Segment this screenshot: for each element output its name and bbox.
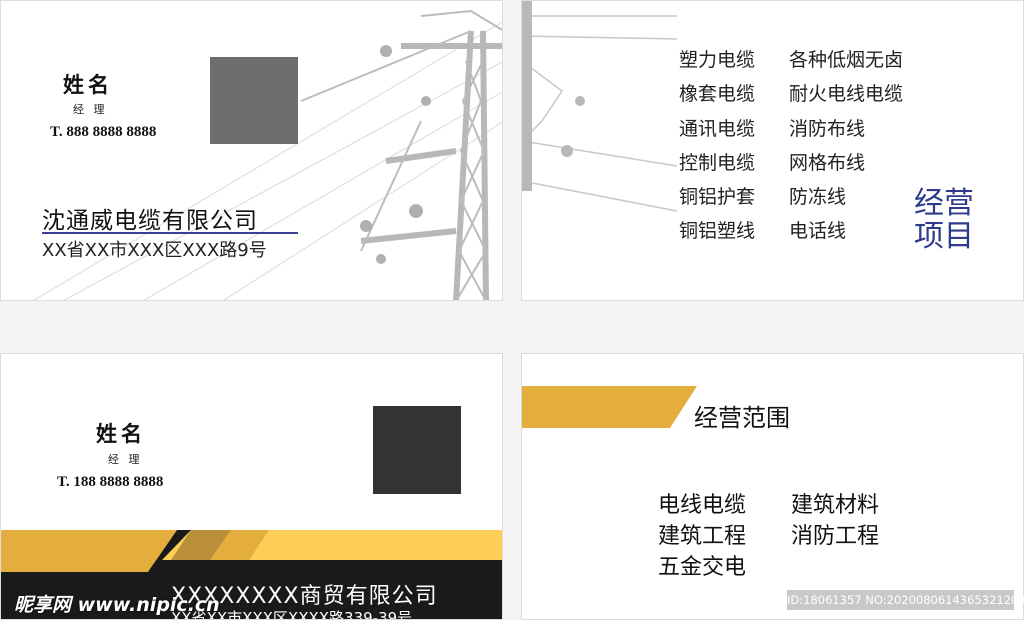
business-card-back-1: 塑力电缆 各种低烟无卤 橡套电缆 耐火电线电缆 通讯电缆 消防布线 控制电缆 网…: [521, 0, 1024, 301]
gold-banner: [522, 386, 697, 428]
person-name: 姓名: [63, 72, 113, 97]
photo-placeholder: [210, 57, 298, 144]
power-tower-graphic: [522, 1, 678, 212]
list-item: 铜铝护套: [679, 186, 756, 208]
list-item: 电线电缆: [658, 493, 747, 518]
phone-number: T. 188 8888 8888: [57, 474, 164, 490]
list-item: 建筑材料: [791, 493, 880, 518]
company-name: XXXXXXXX商贸有限公司: [171, 584, 438, 609]
decorative-stripes: [1, 530, 502, 619]
list-item: 铜铝塑线: [679, 220, 756, 242]
address: XX省XX市XXX区XXX路9号: [42, 240, 267, 261]
list-item: 通讯电缆: [679, 118, 756, 140]
company-name: 沈通威电缆有限公司: [42, 208, 258, 234]
address: XX省XX市XXX区XXXX路339-39号: [171, 609, 413, 620]
list-item: 控制电缆: [679, 152, 756, 174]
list-item: 电话线: [789, 220, 847, 242]
business-card-front-2: 姓名 经 理 T. 188 8888 8888 XXXXXXXX商贸有限公司 X…: [0, 353, 503, 620]
power-tower-graphic: [33, 9, 502, 300]
job-title: 经 理: [108, 453, 143, 466]
business-card-front-1: 姓名 经 理 T. 888 8888 8888 沈通威电缆有限公司 XX省XX市…: [0, 0, 503, 301]
phone-number: T. 888 8888 8888: [50, 124, 157, 140]
list-item: 橡套电缆: [679, 83, 756, 105]
section-heading: 经营范围: [694, 404, 790, 432]
person-name: 姓名: [96, 421, 146, 446]
list-item: 消防布线: [789, 118, 866, 140]
list-item: 消防工程: [791, 524, 880, 549]
heading-line-2: 项目: [914, 219, 974, 254]
list-item: 五金交电: [658, 555, 747, 580]
list-item: 各种低烟无卤: [789, 49, 904, 71]
list-item: 防冻线: [789, 186, 847, 208]
list-item: 建筑工程: [658, 524, 747, 549]
heading-line-1: 经营: [914, 186, 974, 221]
section-heading: 经营 项目: [914, 187, 974, 253]
job-title: 经 理: [73, 103, 108, 116]
business-card-back-2: 经营范围 电线电缆 建筑材料 建筑工程 消防工程 五金交电: [521, 353, 1024, 620]
list-item: 耐火电线电缆: [789, 83, 904, 105]
photo-placeholder: [373, 406, 461, 494]
watermark-id: ID:18061357 NO:20200806143653212037: [787, 590, 1024, 610]
watermark-logo: 昵享网 www.nipic.cn: [14, 594, 220, 616]
divider-line: [42, 232, 298, 234]
list-item: 网格布线: [789, 152, 866, 174]
list-item: 塑力电缆: [679, 49, 756, 71]
